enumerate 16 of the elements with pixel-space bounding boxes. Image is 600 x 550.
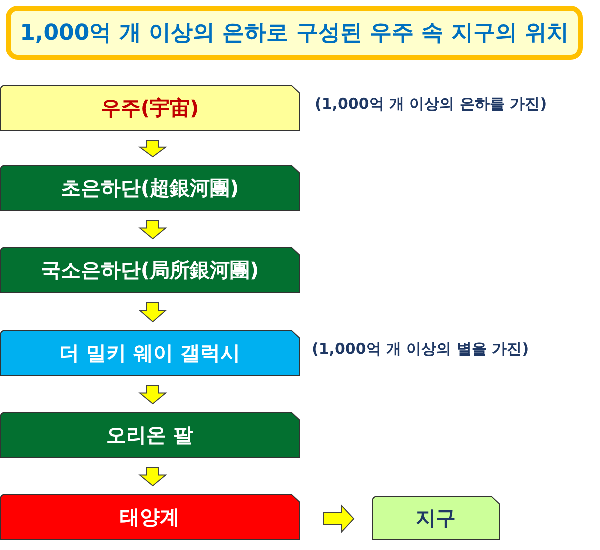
- level-box: 태양계: [0, 494, 300, 540]
- level-box: 국소은하단(局所銀河團): [0, 247, 300, 293]
- level-box: 오리온 팔: [0, 412, 300, 458]
- title-banner: 1,000억 개 이상의 은하로 구성된 우주 속 지구의 위치: [6, 6, 583, 60]
- arrow: [138, 302, 168, 323]
- level-box: 초은하단(超銀河團): [0, 165, 300, 211]
- arrow: [138, 140, 168, 158]
- level-box: 지구: [372, 496, 500, 540]
- arrow: [138, 220, 168, 240]
- level-box: 우주(宇宙): [0, 85, 300, 131]
- arrow: [138, 468, 168, 487]
- arrow: [138, 386, 168, 405]
- arrow: [324, 504, 355, 534]
- level-box: 더 밀키 웨이 갤럭시: [0, 330, 300, 376]
- annotation-text: (1,000억 개 이상의 은하를 가진): [315, 95, 548, 114]
- annotation-text: (1,000억 개 이상의 별을 가진): [312, 340, 530, 359]
